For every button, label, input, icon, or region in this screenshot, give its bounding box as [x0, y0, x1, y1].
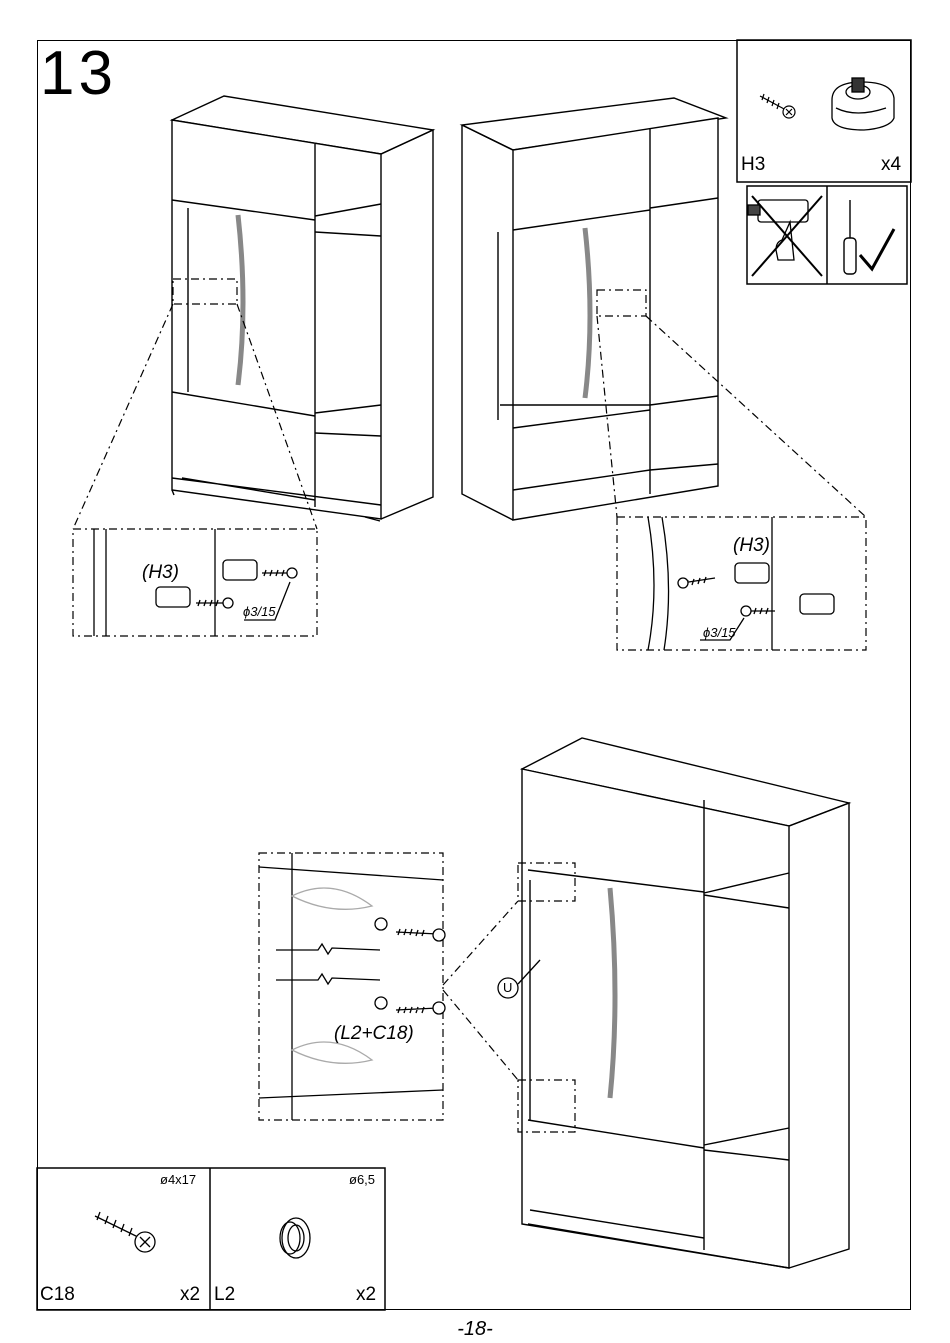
cabinet-back-view [459, 97, 729, 521]
part-c18-code: C18 [40, 1284, 75, 1305]
hardware-box [736, 39, 912, 183]
position-marker: U [503, 980, 513, 995]
connector-icon [831, 77, 895, 131]
part-c18-size: ø4x17 [160, 1172, 197, 1187]
detail-right-part-label: (H3) [733, 535, 770, 556]
detail-bottom-part-label: (L2+C18) [334, 1023, 414, 1044]
detail-left-box [72, 528, 318, 637]
detail-bottom-box [258, 852, 444, 1121]
page-number: -18- [457, 1318, 493, 1340]
page-frame [37, 40, 911, 1310]
part-c18-quantity: x2 [180, 1284, 201, 1305]
step-number: 13 [40, 39, 117, 108]
parts-box [36, 1167, 386, 1311]
detail-right-hole-size: ϕ3/15 [703, 625, 736, 640]
hardware-quantity: x4 [881, 154, 902, 175]
part-l2-quantity: x2 [356, 1284, 377, 1305]
hardware-code: H3 [741, 154, 766, 175]
part-l2-size: ø6,5 [349, 1172, 376, 1187]
cordless-drill-crossed-icon [747, 195, 823, 277]
detail-marker-right [596, 289, 647, 317]
screwdriver-check-icon [843, 200, 896, 275]
detail-left-part-label: (H3) [142, 562, 179, 583]
cabinet-front-view [169, 95, 436, 522]
detail-marker-left [172, 278, 238, 305]
screw-icon [759, 93, 796, 119]
detail-left-hole-size: ϕ3/15 [243, 604, 276, 619]
screw-icon [94, 1211, 156, 1253]
detail-right-box [616, 516, 867, 651]
cap-icon [279, 1217, 311, 1259]
cabinet-final-view [519, 737, 852, 1269]
part-l2-code: L2 [214, 1284, 236, 1305]
